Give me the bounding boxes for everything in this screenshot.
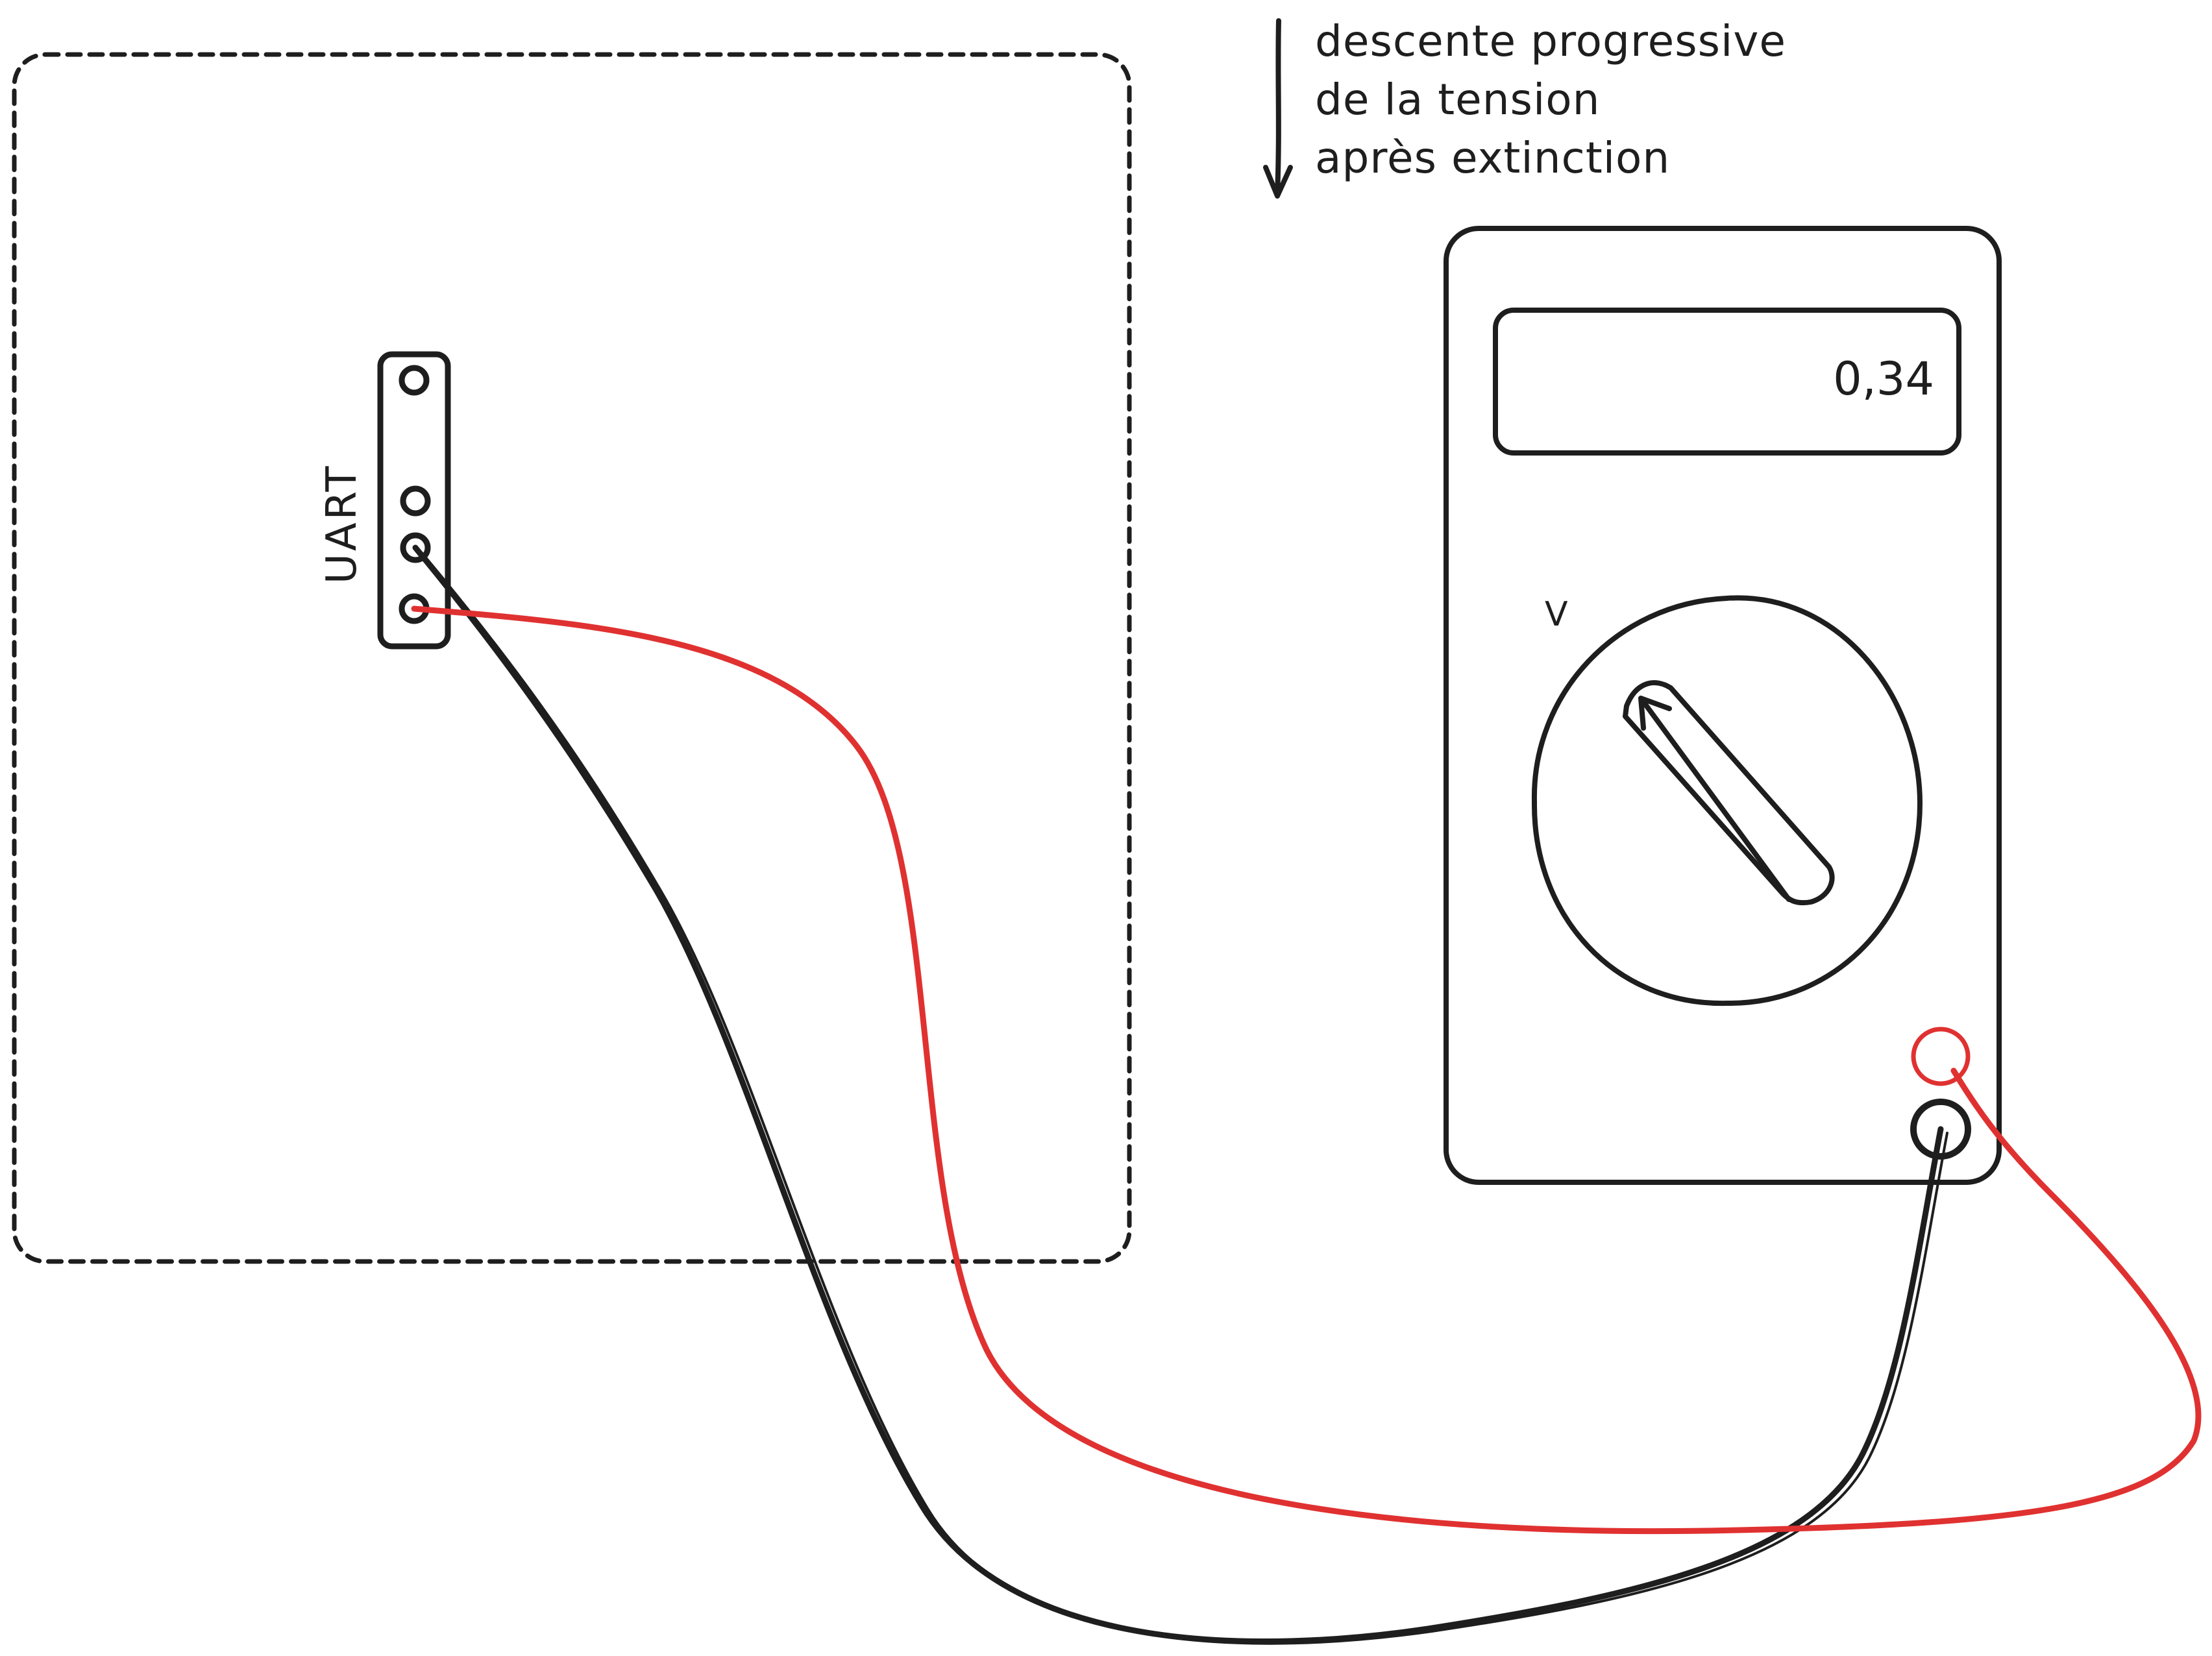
uart-header-body — [377, 351, 451, 650]
uart-label: UART — [318, 463, 366, 584]
multimeter-body — [1444, 226, 2002, 1185]
selector-dial — [1531, 595, 1923, 1006]
jack-common — [1910, 1099, 1971, 1160]
annotation-text: descente progressive de la tension après… — [1315, 16, 1800, 183]
uart-header — [377, 351, 451, 650]
positive-probe-lead — [411, 605, 2202, 1535]
selector-arrow — [1638, 696, 1791, 902]
uart-pin-2 — [400, 485, 431, 517]
uart-pin-1 — [399, 365, 430, 396]
ground-probe-lead-shadow — [421, 552, 1948, 1645]
multimeter: 0,34 V — [1444, 226, 2002, 1185]
voltage-drop-arrow — [1263, 18, 1293, 199]
multimeter-display — [1493, 308, 1961, 456]
annotation-line-2: de la tension — [1315, 75, 1601, 125]
display-reading: 0,34 — [1833, 352, 1934, 406]
uart-pin-3 — [400, 532, 431, 563]
board-outline — [12, 52, 1132, 1264]
annotation-line-1: descente progressive — [1315, 16, 1786, 66]
annotation-line-3: après extinction — [1315, 133, 1670, 183]
selector-mode-label: V — [1545, 595, 1568, 634]
jack-positive — [1911, 1027, 1971, 1086]
